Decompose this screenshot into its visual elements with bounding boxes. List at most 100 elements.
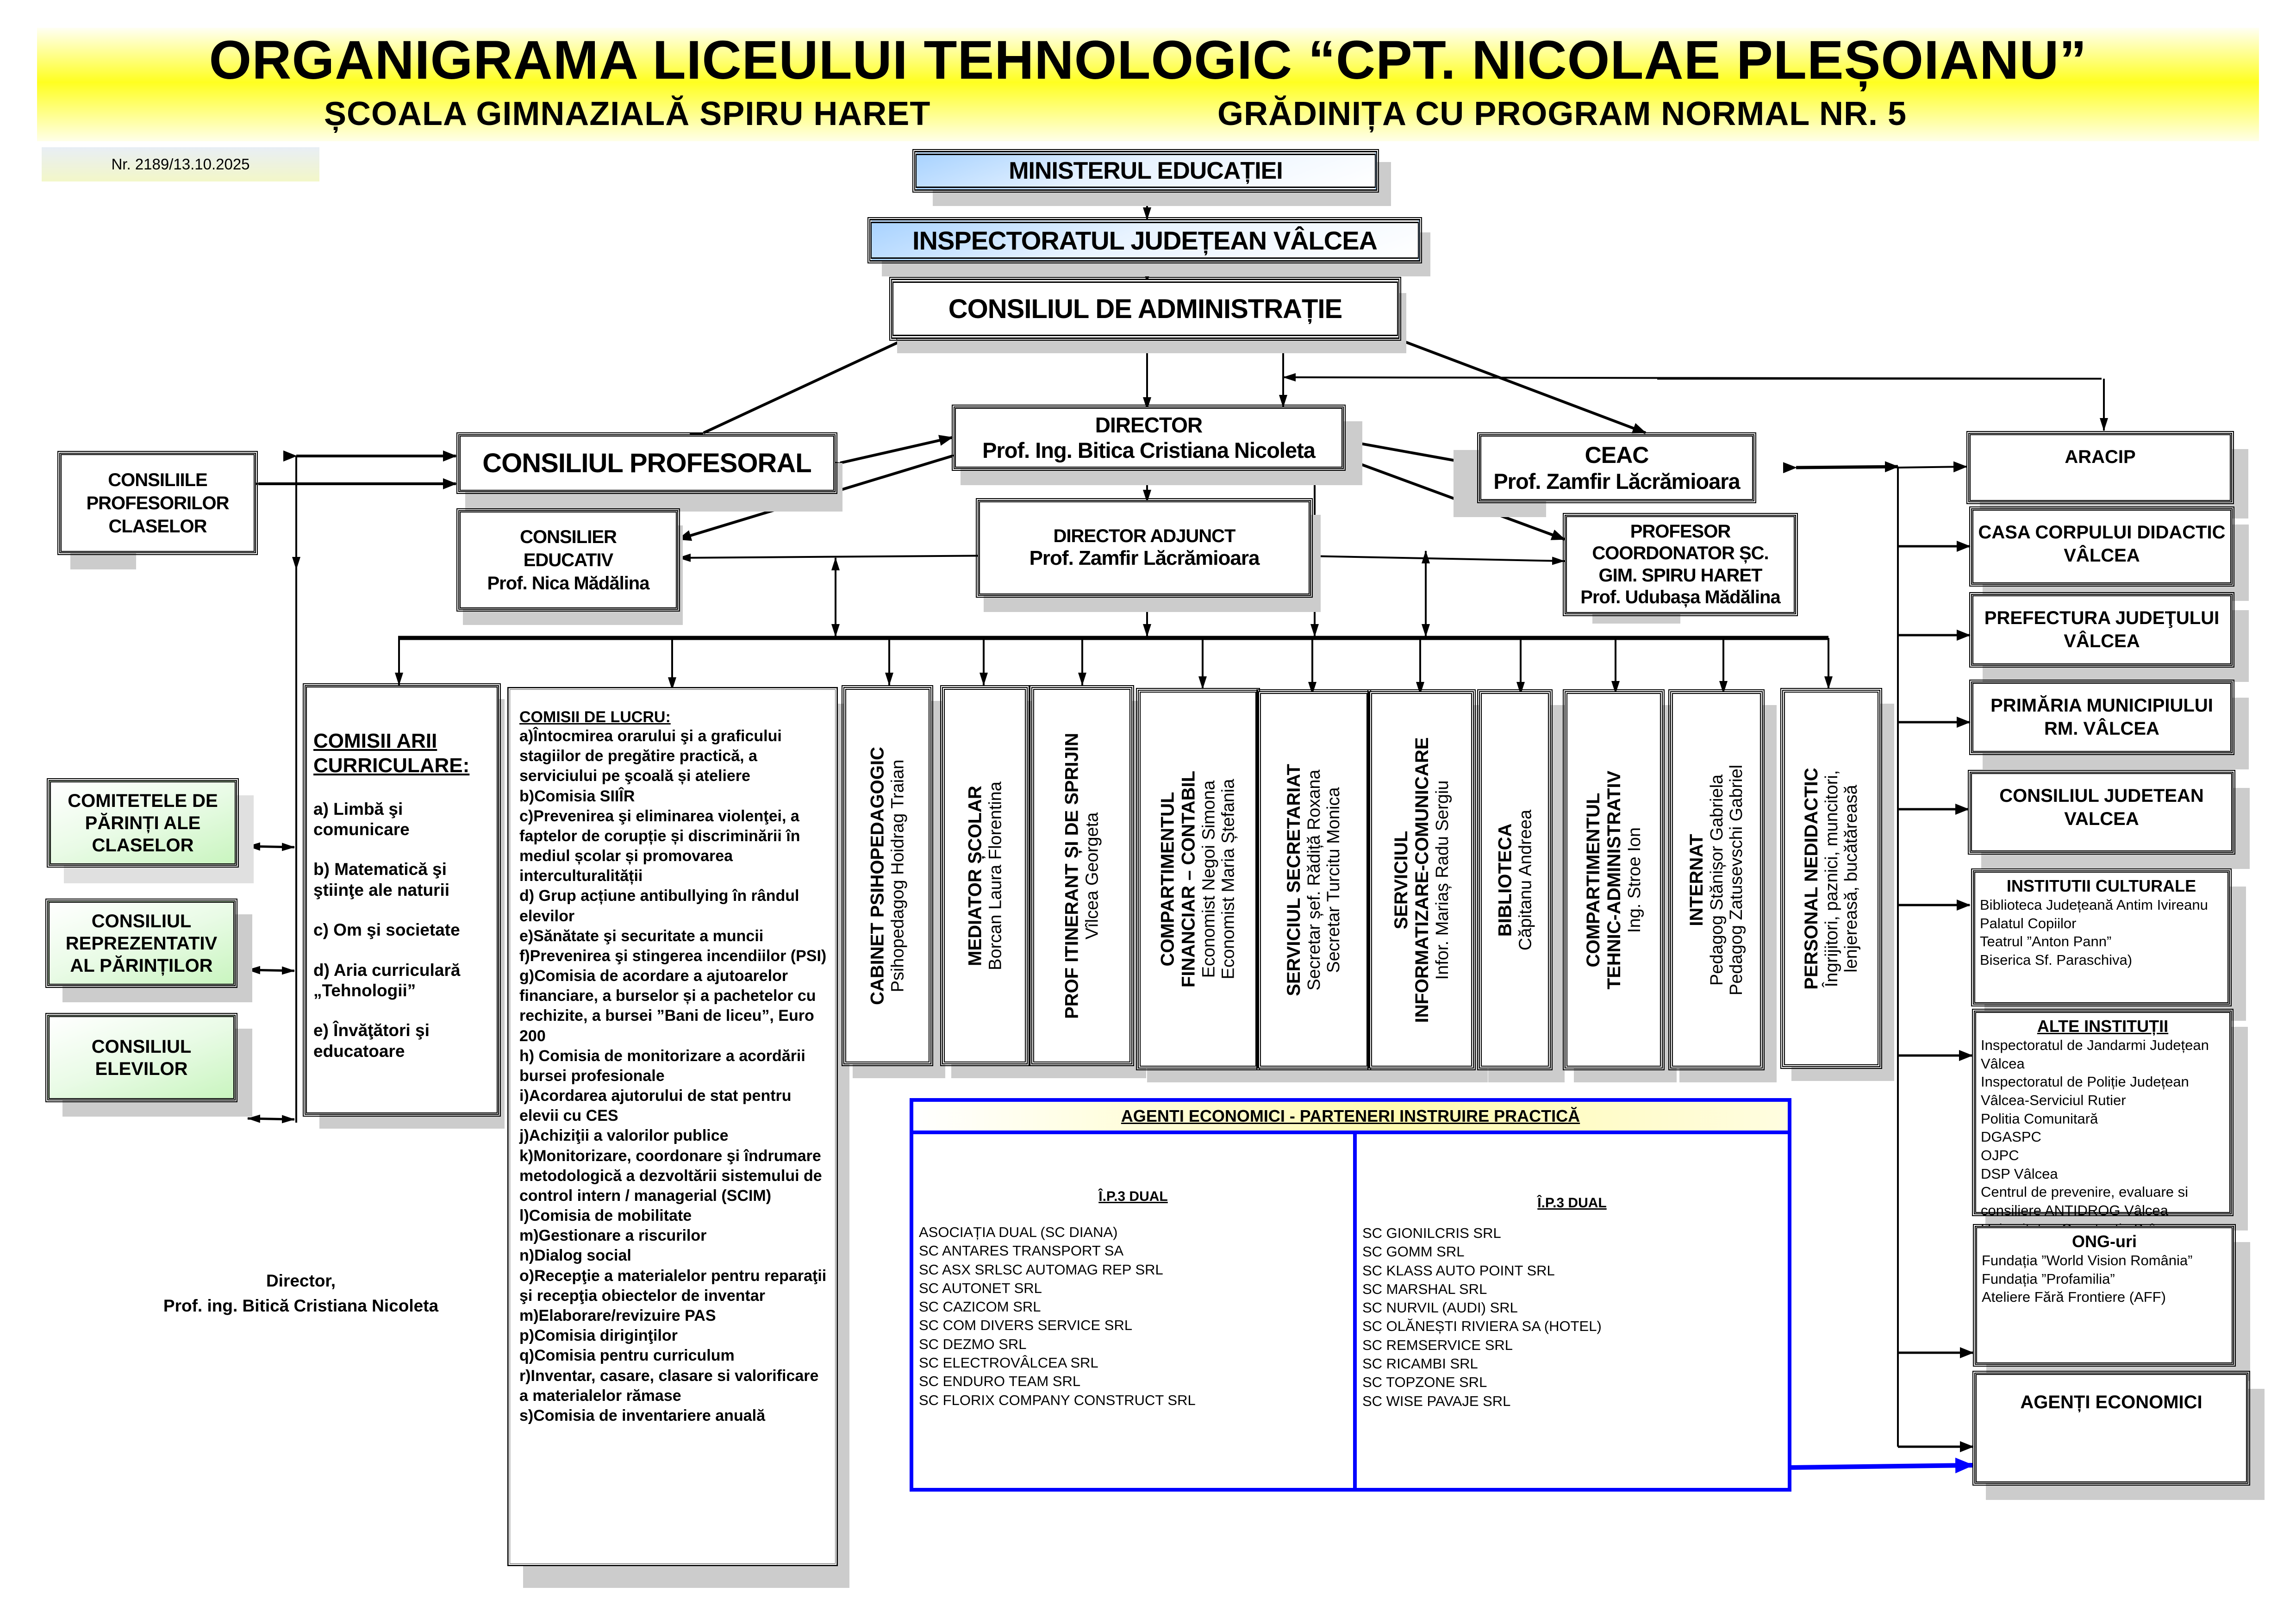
ministry-label: MINISTERUL EDUCAȚIEI	[1009, 157, 1283, 184]
coordinator-box[interactable]: PROFESOR COORDONATOR ȘC. GIM. SPIRU HARE…	[1563, 513, 1798, 616]
agent-company: SC REMSERVICE SRL	[1362, 1337, 1513, 1353]
work-commission-item: a)Întocmirea orarului şi a graficului st…	[519, 727, 782, 785]
deputy-director-box[interactable]: DIRECTOR ADJUNCT Prof. Zamfir Lăcrămioar…	[976, 498, 1313, 598]
department-staff: lenjereasă, bucătăreasă	[1841, 784, 1861, 973]
work-commissions-box[interactable]: COMISII DE LUCRU: a)Întocmirea orarului …	[507, 687, 838, 1566]
department-title: INTERNAT	[1686, 833, 1707, 926]
economic-agents-box[interactable]: AGENȚI ECONOMICI	[1972, 1371, 2250, 1486]
counselor-line: EDUCATIV	[523, 550, 613, 570]
institution-line: Fundația ”Profamilia”	[1982, 1270, 2115, 1287]
educational-counselor-box[interactable]: CONSILIER EDUCATIV Prof. Nica Mădălina	[456, 508, 680, 612]
coordinator-line: PROFESOR	[1630, 521, 1731, 542]
students-council-box[interactable]: CONSILIUL ELEVILOR	[45, 1013, 237, 1102]
teachers-council-box[interactable]: CONSILIUL PROFESORAL	[456, 432, 837, 494]
agent-company: SC TOPZONE SRL	[1362, 1374, 1487, 1391]
agent-company: SC MARSHAL SRL	[1362, 1280, 1487, 1297]
agent-company: SC DEZMO SRL	[919, 1336, 1027, 1352]
institution-line: Biblioteca Județeană Antim Ivireanu	[1980, 897, 2208, 913]
deputy-director-name: Prof. Zamfir Lăcrămioara	[1029, 547, 1260, 569]
director-title: DIRECTOR	[1095, 413, 1203, 437]
curricular-item: c) Om şi societate	[313, 920, 460, 940]
county-council-box[interactable]: CONSILIUL JUDETEAN VALCEA	[1968, 770, 2235, 855]
work-commission-item: k)Monitorizare, coordonare şi îndrumare …	[519, 1147, 822, 1205]
agent-company: SC KLASS AUTO POINT SRL	[1362, 1262, 1555, 1279]
agent-company: SC COM DIVERS SERVICE SRL	[919, 1317, 1133, 1334]
inspectorate-box[interactable]: INSPECTORATUL JUDEȚEAN VÂLCEA	[867, 217, 1422, 263]
institution-line: Palatul Copiilor	[1980, 915, 2077, 931]
parents-line: COMITETELE DE	[68, 790, 218, 811]
curricular-list: a) Limbă şi comunicare b) Matematică şi …	[313, 799, 490, 1062]
agent-company: SC WISE PAVAJE SRL	[1362, 1393, 1511, 1409]
agents-column-subtitle: Î.P.3 DUAL	[1098, 1189, 1168, 1204]
institution-line: Biserica Sf. Paraschiva)	[1980, 952, 2133, 968]
agents-table[interactable]: AGENTI ECONOMICI - PARTENERI INSTRUIRE P…	[910, 1098, 1791, 1492]
ceac-box[interactable]: CEAC Prof. Zamfir Lăcrămioara	[1477, 432, 1756, 503]
work-commission-item: f)Prevenirea şi stingerea incendiilor (P…	[519, 947, 827, 965]
agent-company: ASOCIAȚIA DUAL (SC DIANA)	[919, 1224, 1118, 1240]
class-councils-line: CLASELOR	[108, 516, 207, 537]
work-commission-item: c)Prevenirea şi eliminarea violenţei, a …	[519, 807, 800, 885]
work-commission-item: m)Gestionare a riscurilor	[519, 1227, 707, 1245]
department-staff: Îngrijitori, paznici, muncitori,	[1822, 770, 1841, 987]
class-councils-line: CONSILIILE	[108, 469, 207, 490]
curricular-item: b) Matematică şi ştiinţe ale naturii	[313, 860, 450, 899]
agent-company: SC CAZICOM SRL	[919, 1299, 1041, 1315]
parents-committees-box[interactable]: COMITETELE DE PĂRINȚI ALE CLASELOR	[47, 778, 239, 868]
teachers-house-box[interactable]: CASA CORPULUI DIDACTIC VÂLCEA	[1969, 506, 2234, 587]
curricular-item: e) Învăţători şi educatoare	[313, 1021, 430, 1061]
agents-column-subtitle: Î.P.3 DUAL	[1537, 1195, 1607, 1211]
department-staff: Secretar Turcitu Monica	[1324, 787, 1344, 973]
agents-table-header: AGENTI ECONOMICI - PARTENERI INSTRUIRE P…	[913, 1102, 1788, 1134]
board-box[interactable]: CONSILIUL DE ADMINISTRAȚIE	[889, 277, 1401, 341]
signature-role: Director,	[266, 1271, 336, 1290]
aracip-box[interactable]: ARACIP	[1966, 431, 2234, 504]
institution-line: Inspectoratul de Poliție Județean Vâlcea…	[1981, 1074, 2189, 1109]
department-staff: Secretar șef. Rădiță Roxana	[1304, 769, 1324, 991]
prefecture-box[interactable]: PREFECTURA JUDEŢULUI VÂLCEA	[1969, 592, 2234, 668]
curricular-title: COMISII ARII CURRICULARE:	[313, 730, 470, 777]
deputy-director-title: DIRECTOR ADJUNCT	[1053, 526, 1236, 546]
agent-company: SC NURVIL (AUDI) SRL	[1362, 1299, 1518, 1316]
parents-council-box[interactable]: CONSILIUL REPREZENTATIV AL PĂRINȚILOR	[45, 899, 237, 988]
institution-title: ONG-uri	[2072, 1232, 2137, 1251]
institution-title: CASA CORPULUI DIDACTIC VÂLCEA	[1978, 522, 2226, 566]
ministry-box[interactable]: MINISTERUL EDUCAȚIEI	[912, 149, 1379, 193]
department-title: COMPARTIMENTUL	[1583, 793, 1603, 967]
page-title: ORGANIGRAMA LICEULUI TEHNOLOGIC “CPT. NI…	[209, 30, 2087, 91]
class-councils-box[interactable]: CONSILIILE PROFESORILOR CLASELOR	[57, 451, 258, 555]
agent-company: SC AUTONET SRL	[919, 1280, 1042, 1296]
parents-line: CLASELOR	[92, 835, 194, 856]
department-staff: Psihopedagog Hoidrag Traian	[888, 759, 908, 992]
city-hall-box[interactable]: PRIMĂRIA MUNICIPIULUI RM. VÂLCEA	[1969, 680, 2234, 755]
work-commission-item: m)Elaborare/revizuire PAS	[519, 1306, 716, 1324]
director-box[interactable]: DIRECTOR Prof. Ing. Bitica Cristiana Nic…	[952, 405, 1346, 471]
department-staff: Borcan Laura Florentina	[985, 781, 1005, 970]
class-councils-line: PROFESORILOR	[86, 493, 229, 513]
department-title: PERSONAL NEDIDACTIC	[1801, 767, 1822, 990]
curricular-areas-box[interactable]: COMISII ARII CURRICULARE: a) Limbă şi co…	[303, 683, 501, 1117]
agent-company: SC ASX SRLSC AUTOMAG REP SRL	[919, 1261, 1163, 1278]
work-commission-item: i)Acordarea ajutorului de stat pentru el…	[519, 1087, 792, 1125]
work-commission-item: g)Comisia de acordare a ajutoarelor fina…	[519, 967, 816, 1045]
institution-title: ARACIP	[2065, 447, 2136, 467]
work-commission-item: b)Comisia SIIÎR	[519, 787, 635, 805]
